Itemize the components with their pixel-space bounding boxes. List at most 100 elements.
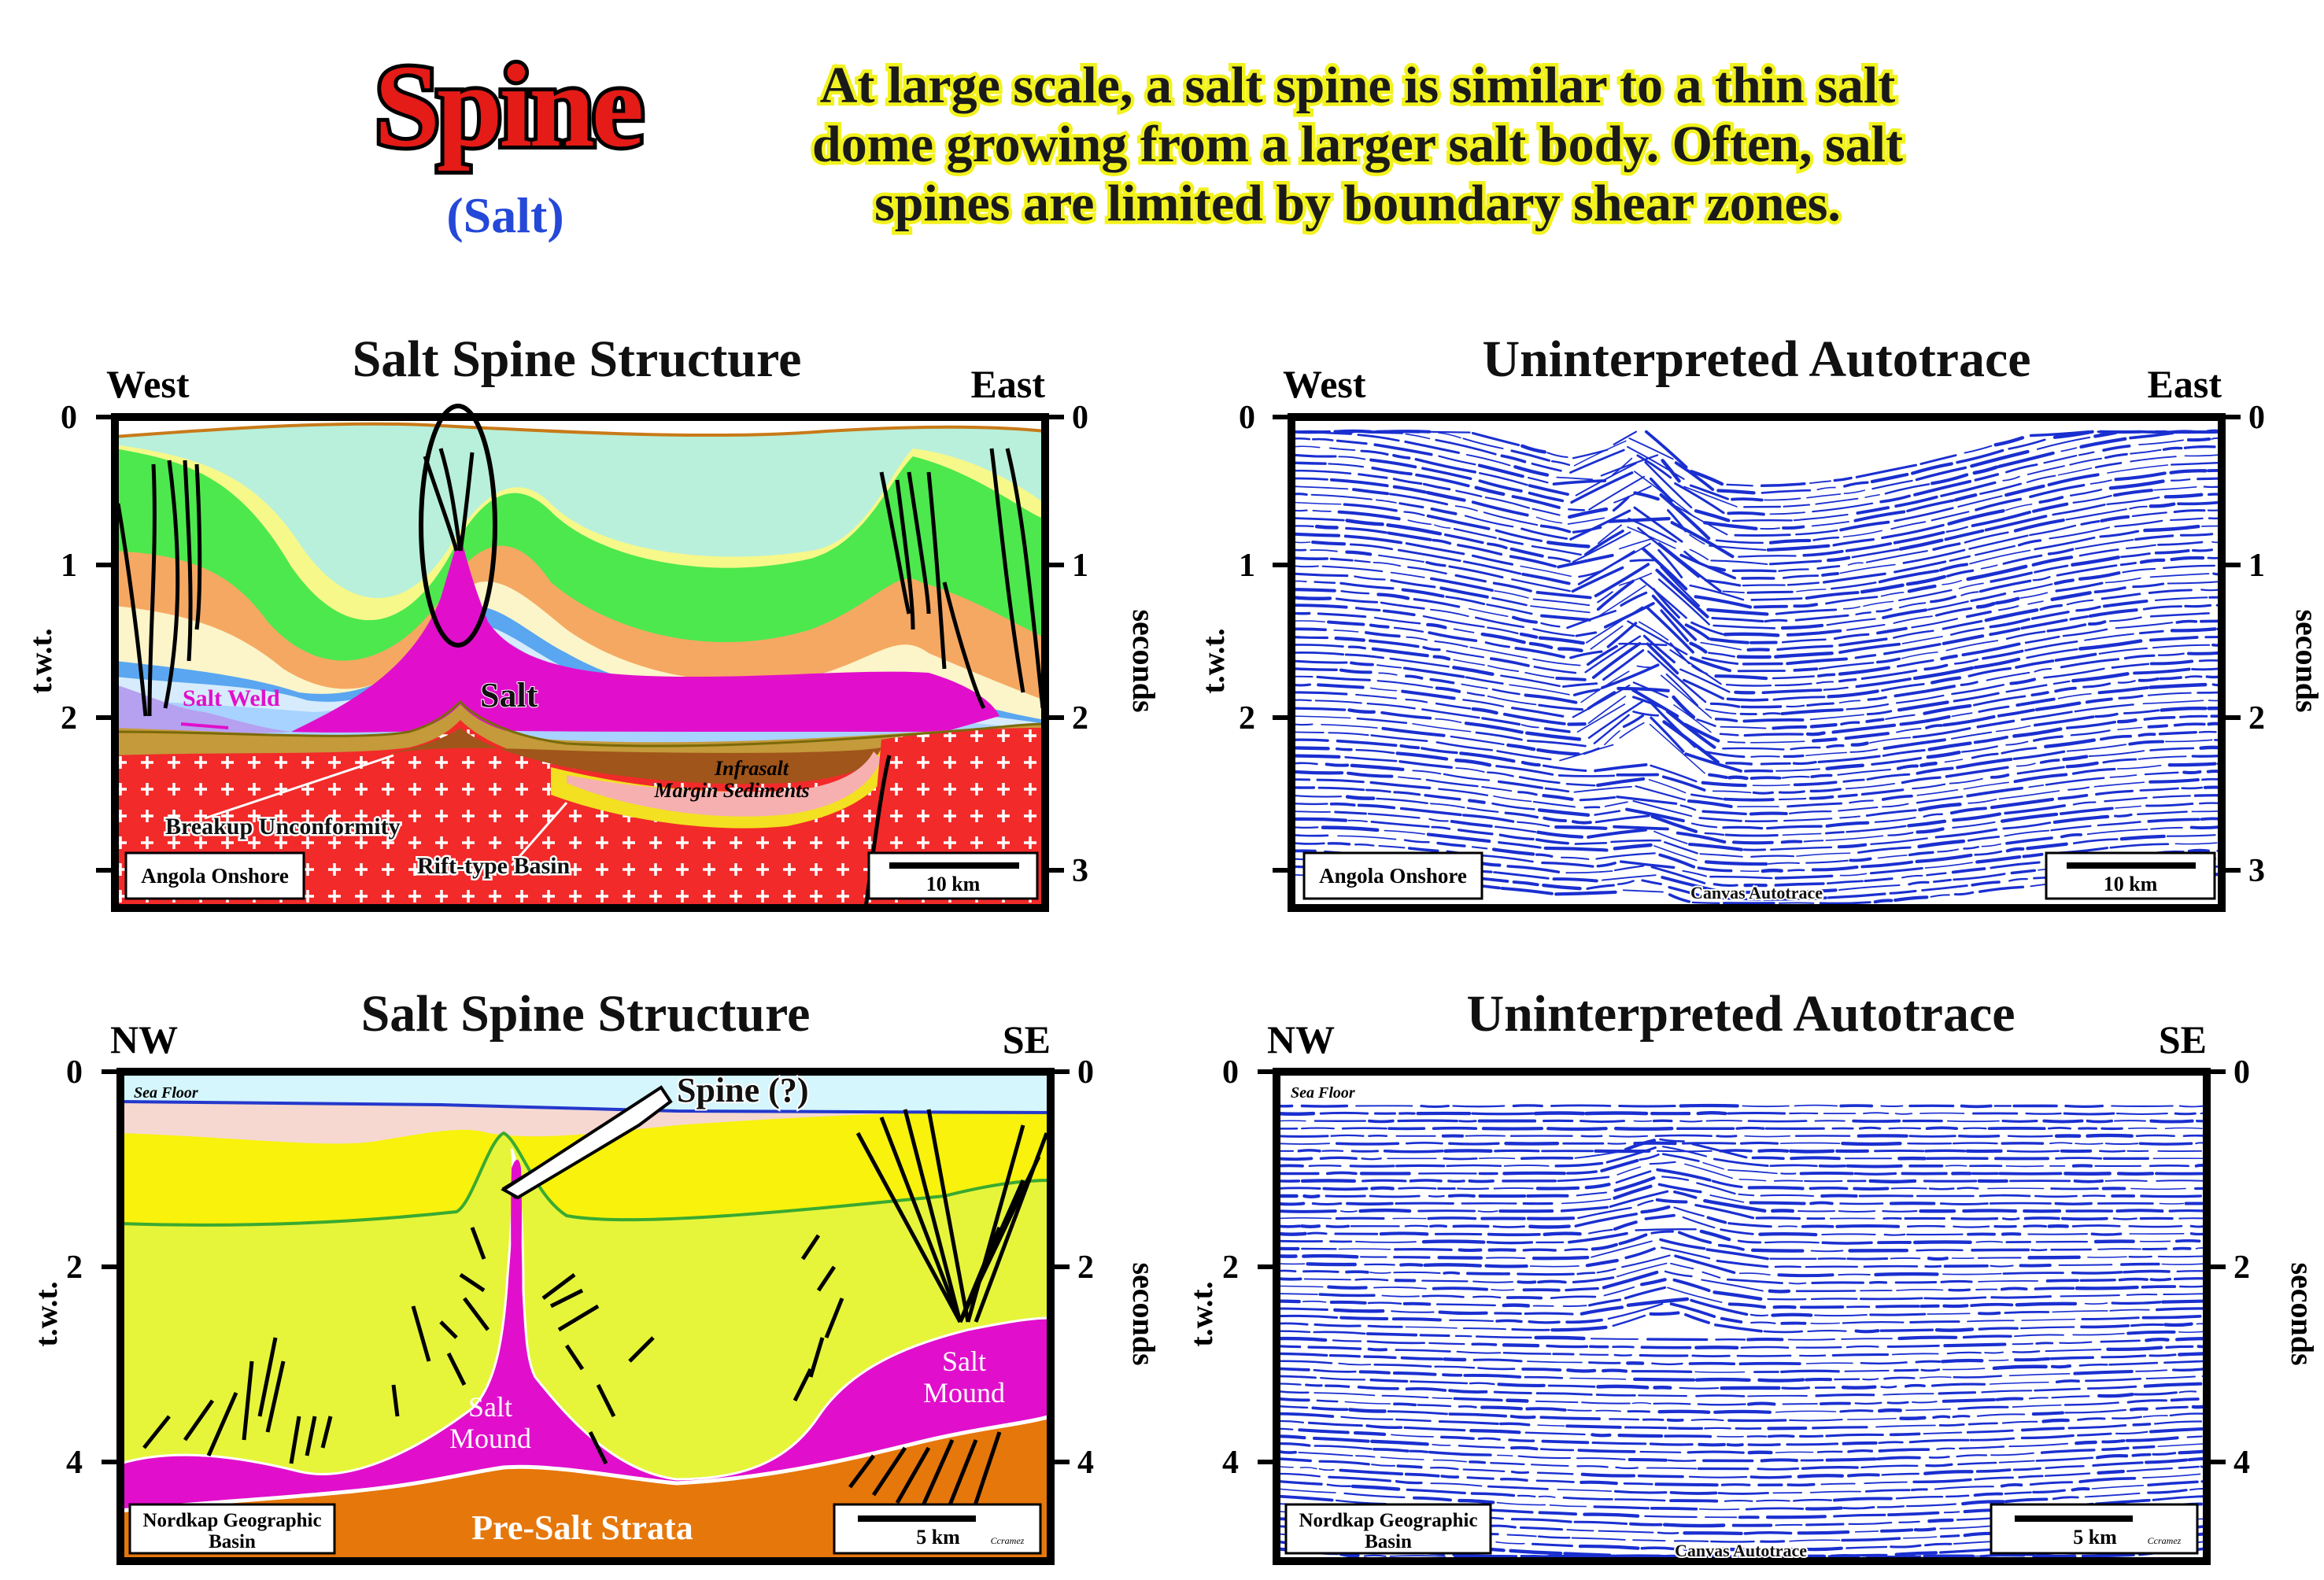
trace-segment (2057, 467, 2093, 476)
trace-segment (1509, 555, 1557, 568)
trace-segment (2158, 731, 2197, 736)
trace-segment (2139, 629, 2164, 635)
trace-segment (1413, 1496, 1452, 1502)
trace-segment (1347, 708, 1376, 714)
trace-segment (1810, 1298, 1858, 1301)
trace-segment (1839, 520, 1890, 532)
trace-segment (1639, 1353, 1689, 1357)
trace-segment (1905, 574, 1946, 586)
trace-segment (1966, 786, 2023, 798)
trace-segment (1307, 1421, 1363, 1427)
trace-segment (1396, 1464, 1423, 1469)
trace-segment (1637, 1199, 1654, 1206)
trace-segment (1291, 572, 1349, 578)
scale-label: 5 km (916, 1526, 960, 1549)
trace-segment (2112, 1416, 2142, 1419)
trace-segment (1841, 1385, 1877, 1390)
trace-segment (2066, 721, 2116, 729)
trace-segment (1502, 1171, 1566, 1176)
trace-segment (1713, 1157, 1769, 1168)
trace-segment (2137, 733, 2156, 737)
trace-segment (1775, 1410, 1837, 1413)
trace-segment (2078, 548, 2119, 557)
trace-segment (1927, 1257, 1949, 1261)
trace-segment (1969, 1437, 2015, 1442)
trace-segment (1469, 646, 1528, 659)
trace-segment (1354, 844, 1375, 847)
trace-segment (2168, 1209, 2207, 1213)
trace-segment (1535, 1186, 1580, 1191)
trace-segment (1749, 776, 1782, 780)
trace-segment (1531, 508, 1561, 516)
trace-segment (1923, 1431, 1963, 1435)
trace-segment (1665, 710, 1716, 749)
trace-segment (1425, 778, 1479, 788)
trace-segment (1354, 575, 1386, 581)
trace-segment (1722, 747, 1785, 751)
trace-segment (1335, 747, 1353, 751)
trace-segment (1378, 672, 1398, 676)
trace-segment (1846, 1164, 1903, 1168)
trace-segment (1333, 629, 1359, 633)
trace-segment (1347, 645, 1366, 650)
trace-segment (1835, 1224, 1901, 1228)
trace-segment (1389, 657, 1450, 668)
trace-segment (2075, 1440, 2097, 1445)
trace-segment (1629, 559, 1655, 563)
trace-segment (1750, 1547, 1796, 1552)
spine-highlight (419, 404, 497, 648)
trace-segment (1976, 719, 2015, 729)
trace-segment (1838, 677, 1857, 683)
trace-segment (2148, 682, 2208, 689)
trace-segment (1864, 877, 1894, 883)
trace-segment (1717, 1243, 1745, 1251)
trace-segment (2028, 1397, 2049, 1400)
trace-segment (1614, 1498, 1666, 1502)
trace-segment (2027, 465, 2065, 475)
trace-segment (1959, 1445, 2005, 1449)
label-sea-floor: Sea Floor (134, 1084, 198, 1102)
trace-segment (2041, 1418, 2070, 1423)
trace-segment (2042, 1119, 2084, 1124)
trace-segment (1494, 1149, 1540, 1153)
trace-segment (1916, 1249, 1964, 1252)
trace-segment (1646, 606, 1694, 654)
trace-segment (1853, 510, 1906, 522)
trace-segment (1627, 445, 1685, 480)
trace-segment (1973, 657, 2021, 670)
trace-segment (1926, 872, 1947, 877)
trace-segment (1958, 582, 1984, 589)
trace-segment (1277, 1143, 1330, 1145)
trace-segment (2013, 519, 2065, 533)
panel-top-right: Uninterpreted Autotrace West East Angola… (1195, 330, 2324, 912)
trace-segment (1638, 1394, 1687, 1397)
trace-segment (1646, 1467, 1698, 1470)
trace-segment (1430, 577, 1494, 592)
trace-segment (1898, 1520, 1920, 1523)
trace-segment (1790, 1156, 1841, 1161)
trace-segment (1786, 1442, 1839, 1446)
trace-segment (1833, 476, 1853, 482)
trace-segment (2034, 1194, 2078, 1198)
trace-segment (2020, 711, 2073, 721)
label-salt-mound-2a: Salt (942, 1346, 986, 1377)
trace-segment (1801, 1466, 1859, 1470)
trace-segment (1918, 803, 1962, 812)
trace-segment (1350, 1484, 1401, 1491)
trace-segment (1291, 588, 1336, 592)
trace-segment (1524, 693, 1578, 704)
trace-segment (1317, 683, 1365, 689)
trace-segment (1328, 463, 1365, 468)
trace-segment (1435, 741, 1494, 751)
trace-segment (1314, 700, 1362, 704)
trace-segment (2112, 1217, 2137, 1220)
tick-right-0: 0 (1077, 1054, 1094, 1091)
trace-segment (1487, 665, 1520, 672)
trace-segment (1665, 673, 1698, 707)
axis-right-label: seconds (2289, 609, 2324, 712)
trace-segment (1554, 825, 1608, 830)
trace-segment (1574, 842, 1608, 845)
trace-segment (1669, 1302, 1716, 1318)
trace-segment (1531, 1255, 1590, 1261)
